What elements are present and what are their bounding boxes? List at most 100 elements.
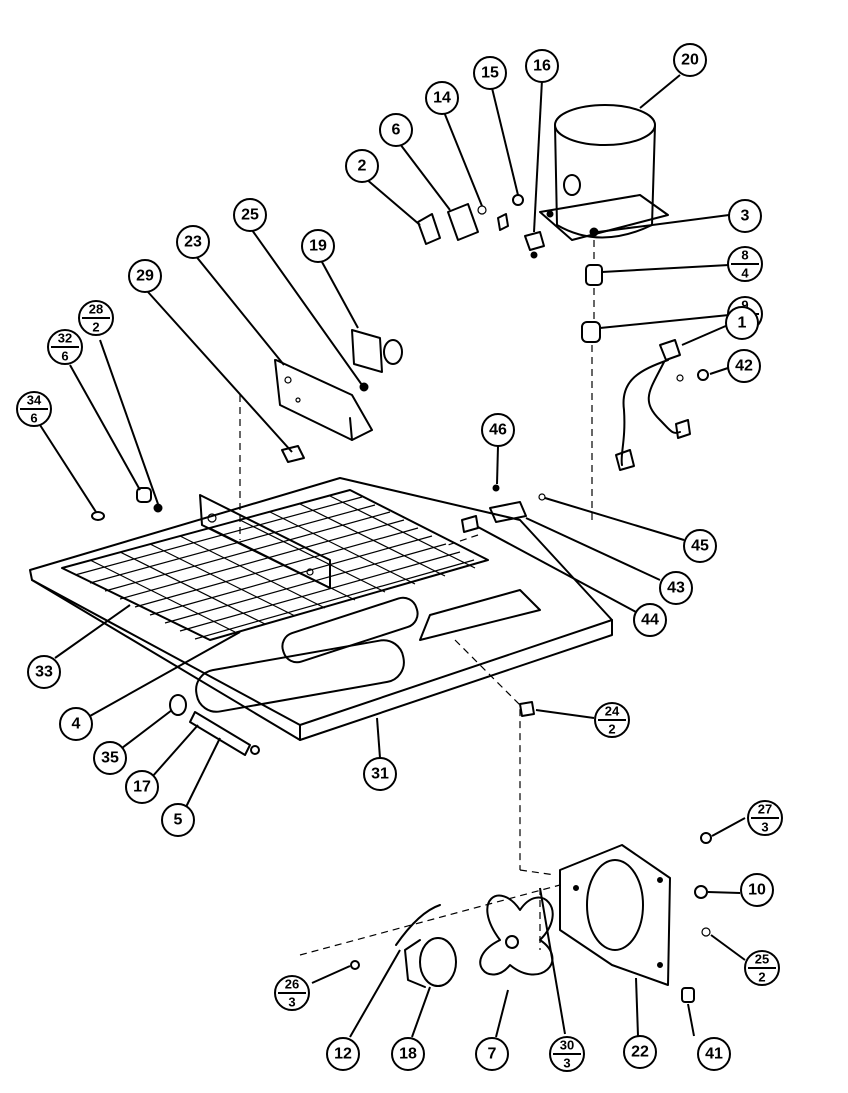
svg-text:33: 33: [35, 664, 53, 681]
callout-22: 22: [623, 1035, 657, 1069]
svg-text:12: 12: [334, 1046, 352, 1063]
callout-42: 42: [727, 349, 761, 383]
svg-text:3: 3: [761, 820, 768, 835]
svg-text:10: 10: [748, 882, 766, 899]
svg-text:43: 43: [667, 580, 685, 597]
svg-text:42: 42: [735, 358, 753, 375]
svg-text:46: 46: [489, 422, 507, 439]
callout-17: 17: [125, 770, 159, 804]
callout-18: 18: [391, 1037, 425, 1071]
callout-6: 6: [379, 113, 413, 147]
callout-12: 12: [326, 1037, 360, 1071]
svg-text:35: 35: [101, 750, 119, 767]
callout-26-qty-3: 263: [274, 975, 310, 1011]
compressor-drawing: [539, 104, 669, 241]
svg-text:18: 18: [399, 1046, 417, 1063]
callout-32-qty-6: 326: [47, 329, 83, 365]
shroud-fasteners: [681, 832, 712, 1003]
svg-text:45: 45: [691, 538, 709, 555]
svg-text:15: 15: [481, 65, 499, 82]
callout-33: 33: [27, 655, 61, 689]
svg-text:1: 1: [738, 315, 747, 332]
svg-text:4: 4: [741, 266, 749, 281]
svg-text:3: 3: [563, 1056, 570, 1071]
svg-text:32: 32: [58, 331, 72, 346]
callout-14: 14: [425, 81, 459, 115]
svg-text:28: 28: [89, 302, 103, 317]
svg-text:25: 25: [241, 207, 259, 224]
callout-34-qty-6: 346: [16, 391, 52, 427]
wiring-harness: [615, 339, 709, 471]
svg-text:2: 2: [358, 158, 367, 175]
svg-text:5: 5: [174, 812, 183, 829]
callout-5: 5: [161, 803, 195, 837]
svg-text:34: 34: [27, 393, 42, 408]
callout-10: 10: [740, 873, 774, 907]
svg-text:7: 7: [488, 1046, 497, 1063]
svg-text:16: 16: [533, 58, 551, 75]
callout-15: 15: [473, 56, 507, 90]
svg-text:27: 27: [758, 802, 772, 817]
grommet-parts: [581, 240, 603, 520]
svg-text:29: 29: [136, 268, 154, 285]
clip-24: [519, 701, 535, 717]
svg-text:23: 23: [184, 234, 202, 251]
svg-text:41: 41: [705, 1046, 723, 1063]
svg-text:4: 4: [72, 716, 81, 733]
svg-text:30: 30: [560, 1038, 574, 1053]
callout-45: 45: [683, 529, 717, 563]
callout-44: 44: [633, 603, 667, 637]
callout-20: 20: [673, 43, 707, 77]
base-pan: [29, 477, 613, 741]
leader-lines: [39, 74, 746, 1038]
callout-28-qty-2: 282: [78, 300, 114, 336]
callout-2: 2: [345, 149, 379, 183]
svg-text:6: 6: [30, 411, 37, 426]
svg-text:2: 2: [92, 320, 99, 335]
svg-text:26: 26: [285, 977, 299, 992]
callout-19: 19: [301, 229, 335, 263]
svg-text:9: 9: [741, 298, 748, 313]
callout-1: 1: [725, 306, 759, 340]
svg-text:8: 8: [741, 248, 748, 263]
svg-text:20: 20: [681, 52, 699, 69]
callout-46: 46: [481, 413, 515, 447]
callout-24-qty-2: 242: [594, 702, 630, 738]
svg-text:24: 24: [605, 704, 620, 719]
svg-text:44: 44: [641, 612, 659, 629]
callout-8-qty-4: 84: [727, 246, 763, 282]
fan-motor: [350, 904, 457, 988]
callout-25-qty-2: 252: [744, 950, 780, 986]
svg-text:22: 22: [631, 1044, 649, 1061]
small-fasteners-left: [91, 487, 163, 521]
fan-blade: [479, 894, 554, 976]
svg-text:3: 3: [288, 995, 295, 1010]
svg-text:2: 2: [758, 970, 765, 985]
callout-30-qty-3: 303: [549, 1036, 585, 1072]
callout-43: 43: [659, 571, 693, 605]
callout-27-qty-3: 273: [747, 800, 783, 836]
svg-text:6: 6: [61, 349, 68, 364]
callout-23: 23: [176, 225, 210, 259]
svg-text:2: 2: [608, 722, 615, 737]
condenser-coil: [61, 489, 489, 641]
svg-text:3: 3: [741, 208, 750, 225]
svg-text:17: 17: [133, 779, 151, 796]
callout-25-upper: 25: [233, 198, 267, 232]
callout-35: 35: [93, 741, 127, 775]
callout-31: 31: [363, 757, 397, 791]
callout-7: 7: [475, 1037, 509, 1071]
callout-29: 29: [128, 259, 162, 293]
callout-16: 16: [525, 49, 559, 83]
svg-text:6: 6: [392, 122, 401, 139]
svg-text:19: 19: [309, 238, 327, 255]
fan-shroud: [559, 844, 671, 986]
svg-text:25: 25: [755, 952, 769, 967]
callout-3: 3: [728, 199, 762, 233]
callout-41: 41: [697, 1037, 731, 1071]
drier-assembly: [169, 694, 260, 756]
svg-text:14: 14: [433, 90, 451, 107]
svg-text:31: 31: [371, 766, 389, 783]
callout-4: 4: [59, 707, 93, 741]
